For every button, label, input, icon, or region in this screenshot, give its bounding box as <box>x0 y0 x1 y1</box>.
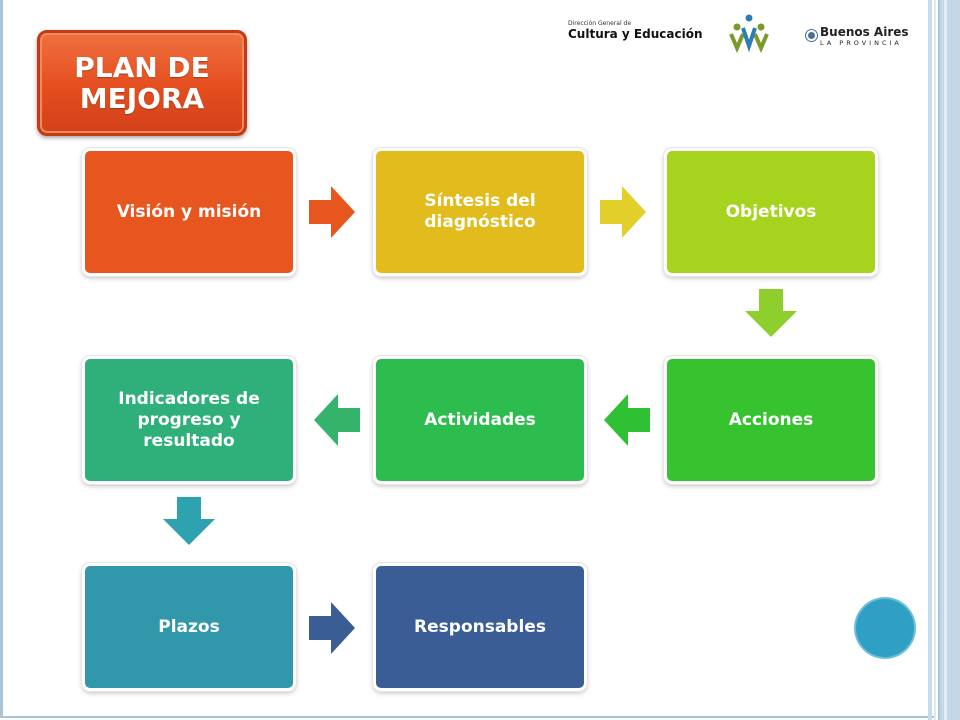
step-objetivos: Objetivos <box>664 148 878 276</box>
step-label: Visión y misión <box>116 201 262 222</box>
step-vision-mision: Visión y misión <box>82 148 296 276</box>
decorative-band <box>928 0 932 720</box>
logo-big-text: Cultura y Educación <box>568 27 703 41</box>
decorative-band <box>944 0 947 720</box>
step-indicadores: Indicadores de progreso y resultado <box>82 356 296 484</box>
decorative-band <box>934 0 936 720</box>
title-badge: PLAN DE MEJORA <box>37 30 247 136</box>
step-label: Objetivos <box>725 201 817 222</box>
step-sintesis-diagnostico: Síntesis del diagnóstico <box>373 148 587 276</box>
arrow-left-icon <box>314 394 360 446</box>
arrow-left-icon <box>604 394 650 446</box>
step-label: Indicadores de progreso y resultado <box>118 388 260 451</box>
step-plazos: Plazos <box>82 563 296 691</box>
figures-logo-icon <box>728 14 772 58</box>
step-actividades: Actividades <box>373 356 587 484</box>
step-label: Plazos <box>158 616 220 637</box>
page-title: PLAN DE MEJORA <box>74 51 210 115</box>
step-acciones: Acciones <box>664 356 878 484</box>
slide-frame <box>0 0 936 718</box>
arrow-right-icon <box>309 602 355 654</box>
sun-icon <box>806 30 817 41</box>
arrow-right-icon <box>309 186 355 238</box>
ba-name-text: Buenos Aires <box>820 25 909 39</box>
logo-small-text: Dirección General de <box>568 20 632 27</box>
buenos-aires-logo: Buenos Aires LA PROVINCIA <box>806 26 909 47</box>
arrow-down-icon <box>745 289 797 337</box>
arrow-right-icon <box>600 186 646 238</box>
step-label: Síntesis del diagnóstico <box>424 191 536 232</box>
step-label: Acciones <box>728 409 814 430</box>
decorative-circle <box>856 599 914 657</box>
decorative-band <box>938 0 960 720</box>
step-label: Responsables <box>414 616 546 637</box>
arrow-down-icon <box>163 497 215 545</box>
cultura-educacion-logo: Dirección General de Cultura y Educación <box>568 20 703 41</box>
ba-sub-text: LA PROVINCIA <box>820 39 902 47</box>
step-label: Actividades <box>424 409 536 430</box>
step-responsables: Responsables <box>373 563 587 691</box>
